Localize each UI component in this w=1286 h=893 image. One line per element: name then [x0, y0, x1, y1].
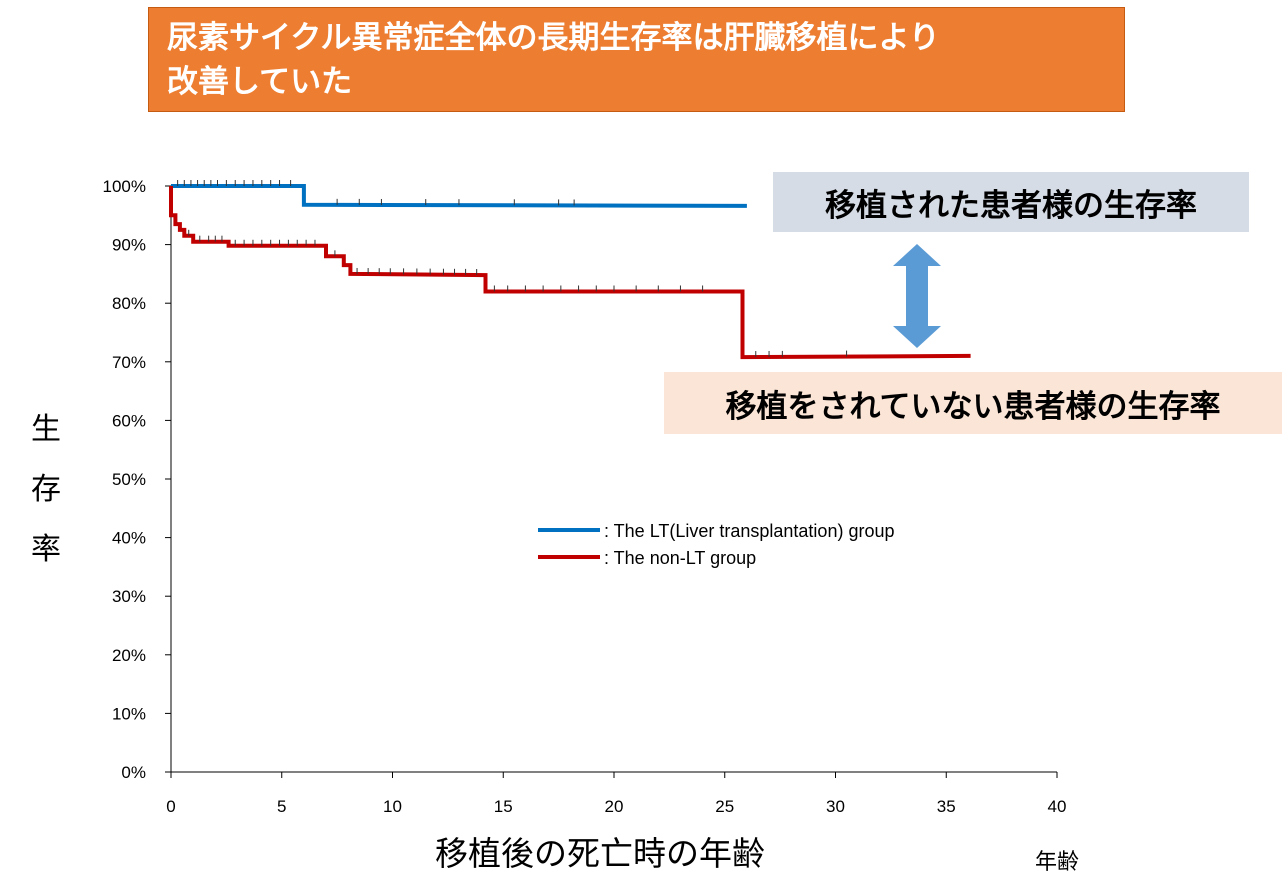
y-axis-label: 生 存 率 [26, 400, 66, 580]
y-axis-label-char: 生 [31, 412, 61, 447]
x-tick-label: 20 [605, 797, 624, 816]
legend-label-lt: : The LT(Liver transplantation) group [604, 521, 895, 541]
callout-lt-survival: 移植された患者様の生存率 [773, 172, 1249, 232]
y-tick-label: 90% [112, 236, 146, 255]
legend-label-non_lt: : The non-LT group [604, 548, 756, 568]
series-line-non_lt [169, 186, 971, 360]
y-tick-label: 0% [121, 763, 146, 782]
y-tick-label: 80% [112, 294, 146, 313]
y-tick-label: 60% [112, 411, 146, 430]
title-line-1: 尿素サイクル異常症全体の長期生存率は肝臓移植により [167, 20, 940, 56]
y-axis-label-char: 率 [31, 532, 61, 567]
x-tick-label: 30 [826, 797, 845, 816]
series-line-lt [171, 184, 747, 208]
callout-non-lt-survival: 移植をされていない患者様の生存率 [664, 372, 1282, 434]
y-tick-label: 70% [112, 353, 146, 372]
x-tick-label: 25 [715, 797, 734, 816]
y-axis-label-char: 存 [31, 472, 61, 507]
title-banner: 尿素サイクル異常症全体の長期生存率は肝臓移植により 改善していた [148, 7, 1125, 112]
y-tick-label: 50% [112, 470, 146, 489]
y-tick-label: 30% [112, 587, 146, 606]
x-tick-label: 5 [277, 797, 286, 816]
double-arrow-icon [893, 244, 941, 348]
x-tick-label: 15 [494, 797, 513, 816]
x-tick-label: 35 [937, 797, 956, 816]
y-tick-label: 40% [112, 529, 146, 548]
x-tick-label: 10 [383, 797, 402, 816]
y-tick-label: 10% [112, 704, 146, 723]
y-tick-label: 20% [112, 646, 146, 665]
x-axis-unit: 年齢 [1035, 850, 1080, 875]
title-line-2: 改善していた [167, 64, 353, 100]
x-tick-label: 40 [1048, 797, 1067, 816]
x-tick-label: 0 [166, 797, 175, 816]
x-axis-label: 移植後の死亡時の年齢 [435, 834, 765, 873]
y-tick-label: 100% [103, 177, 146, 196]
